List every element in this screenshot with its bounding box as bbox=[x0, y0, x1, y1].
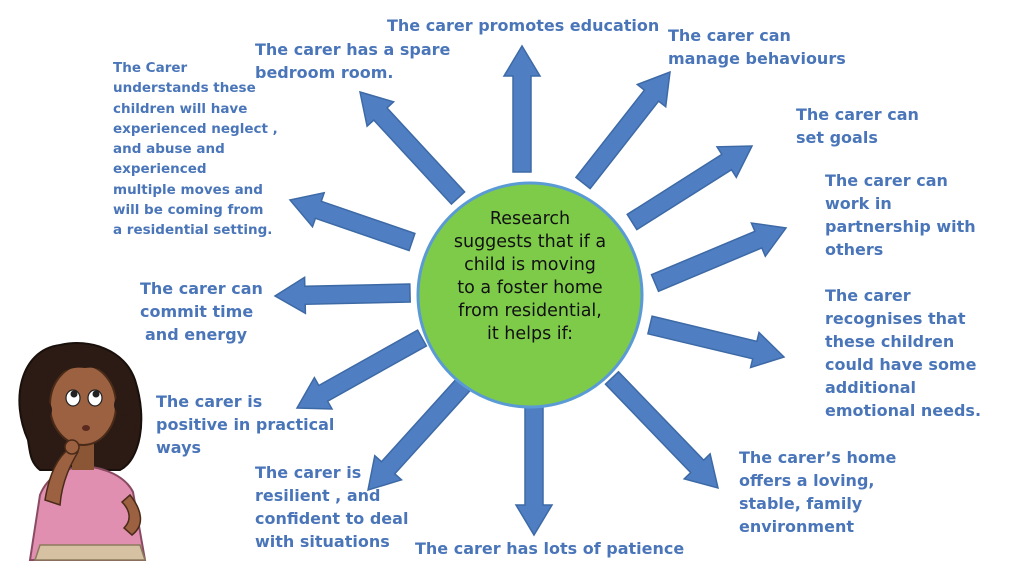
label-line: ways bbox=[156, 438, 202, 457]
arrow-partnership bbox=[650, 222, 788, 293]
label-line: The carer can bbox=[668, 26, 791, 45]
arrow-behaviours bbox=[574, 70, 671, 190]
center-line: child is moving bbox=[464, 255, 596, 275]
label-line: environment bbox=[739, 517, 854, 536]
label-line: additional bbox=[825, 378, 916, 397]
label-line: stable, family bbox=[739, 494, 863, 513]
label-commit: The carer can commit time and energy bbox=[140, 277, 263, 346]
label-line: and energy bbox=[145, 325, 248, 344]
label-line: The carer is bbox=[156, 392, 263, 411]
arrow-patience bbox=[514, 404, 554, 537]
label-behaviours: The carer can manage behaviours bbox=[668, 24, 846, 70]
label-emotional: The carer recognises that these children… bbox=[825, 284, 981, 422]
label-line: understands these bbox=[113, 80, 256, 97]
label-line: work in bbox=[825, 194, 892, 213]
arrow-understands bbox=[288, 191, 416, 252]
label-partnership: The carer can work in partnership with o… bbox=[825, 169, 976, 261]
label-line: manage behaviours bbox=[668, 49, 846, 68]
label-line: recognises that bbox=[825, 309, 966, 328]
label-line: The carer’s home bbox=[739, 448, 897, 467]
label-line: a residential setting. bbox=[113, 222, 273, 239]
label-line: and abuse and bbox=[113, 141, 225, 158]
label-line: The carer has lots of patience bbox=[415, 539, 685, 558]
label-line: commit time bbox=[140, 302, 254, 321]
label-line: experienced neglect , bbox=[113, 120, 278, 137]
label-line: these children bbox=[825, 332, 955, 351]
label-line: bedroom room. bbox=[255, 63, 394, 82]
label-line: with situations bbox=[255, 532, 390, 551]
arrow-commit bbox=[273, 275, 411, 315]
label-line: The carer promotes education bbox=[387, 16, 660, 35]
label-line: offers a loving, bbox=[739, 471, 875, 490]
label-line: resilient , and bbox=[255, 486, 381, 505]
arrow-education bbox=[502, 44, 542, 173]
label-line: confident to deal bbox=[255, 509, 409, 528]
label-line: positive in practical bbox=[156, 415, 335, 434]
label-line: The Carer bbox=[113, 60, 188, 76]
label-line: will be coming from bbox=[113, 202, 264, 219]
center-text: Research suggests that if a child is mov… bbox=[430, 208, 630, 346]
label-goals: The carer can set goals bbox=[796, 103, 919, 149]
center-line: to a foster home bbox=[457, 278, 603, 298]
center-line: Research bbox=[489, 209, 571, 229]
arrow-bedroom bbox=[359, 90, 466, 206]
label-line: The carer is bbox=[255, 463, 362, 482]
label-positive: The carer is positive in practical ways bbox=[156, 390, 334, 459]
label-resilient: The carer is resilient , and confident t… bbox=[255, 461, 408, 553]
label-line: emotional needs. bbox=[825, 401, 982, 420]
label-line: could have some bbox=[825, 355, 977, 374]
thinking-woman-illustration bbox=[18, 342, 147, 561]
arrows-group bbox=[273, 44, 788, 537]
label-line: set goals bbox=[796, 128, 878, 147]
arrow-goals bbox=[626, 145, 754, 231]
label-education: The carer promotes education bbox=[387, 14, 659, 37]
label-line: children will have bbox=[113, 100, 248, 117]
label-line: The carer can bbox=[825, 171, 948, 190]
arrow-resilient bbox=[367, 377, 471, 492]
label-line: The carer can bbox=[140, 279, 263, 298]
center-line: it helps if: bbox=[486, 324, 574, 344]
label-line: experienced bbox=[113, 161, 207, 178]
label-line: The carer has a spare bbox=[255, 40, 451, 59]
label-bedroom: The carer has a spare bedroom room. bbox=[255, 38, 450, 84]
arrow-home bbox=[604, 370, 720, 490]
label-line: The carer can bbox=[796, 105, 919, 124]
arrow-emotional bbox=[646, 315, 786, 369]
label-line: The carer bbox=[825, 286, 911, 305]
center-line: from residential, bbox=[458, 301, 602, 321]
center-line: suggests that if a bbox=[453, 232, 607, 252]
label-line: others bbox=[825, 240, 884, 259]
label-line: partnership with bbox=[825, 217, 976, 236]
label-line: multiple moves and bbox=[113, 181, 263, 198]
label-patience: The carer has lots of patience bbox=[415, 537, 684, 560]
label-understands: The Carer understands these children wil… bbox=[113, 58, 278, 241]
center-circle bbox=[416, 181, 644, 409]
arrow-positive bbox=[295, 329, 428, 410]
label-home: The carer’s home offers a loving, stable… bbox=[739, 446, 896, 538]
